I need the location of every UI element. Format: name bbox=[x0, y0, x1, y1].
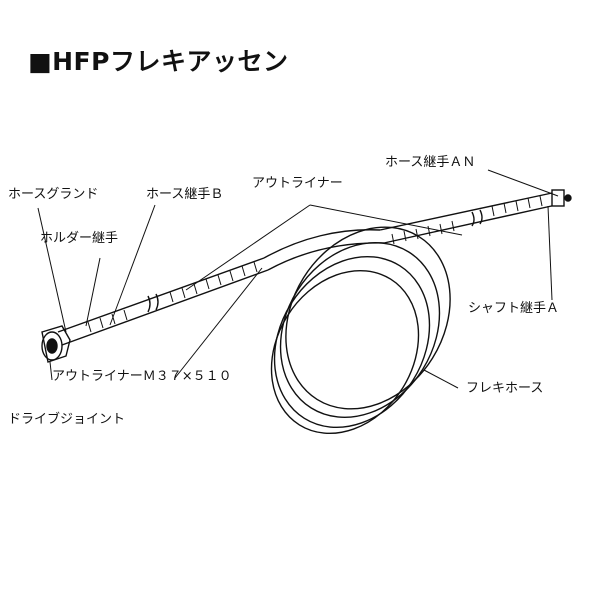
label-outer-liner-m37: アウトライナーＭ３７×５１０ bbox=[52, 369, 232, 384]
outer-liner-ribs bbox=[87, 195, 543, 333]
label-hose-joint-an: ホース継手ＡＮ bbox=[385, 155, 476, 170]
label-shaft-joint-a: シャフト継手Ａ bbox=[468, 301, 560, 316]
flexi-hose-coil bbox=[270, 226, 451, 435]
shaft-tube bbox=[57, 192, 557, 346]
label-holder-joint: ホルダー継手 bbox=[40, 231, 119, 246]
leader-lines bbox=[37, 169, 559, 389]
label-hose-gland: ホースグランド bbox=[8, 187, 99, 202]
label-hose-joint-b: ホース継手Ｂ bbox=[146, 187, 224, 202]
drive-joint bbox=[41, 325, 71, 363]
label-drive-joint: ドライブジョイント bbox=[8, 412, 126, 427]
shaft-joint-a bbox=[551, 189, 572, 207]
page-title: ■HFPフレキアッセン bbox=[28, 47, 289, 76]
label-outer-liner: アウトライナー bbox=[252, 176, 343, 191]
label-flexi-hose: フレキホース bbox=[466, 381, 544, 396]
